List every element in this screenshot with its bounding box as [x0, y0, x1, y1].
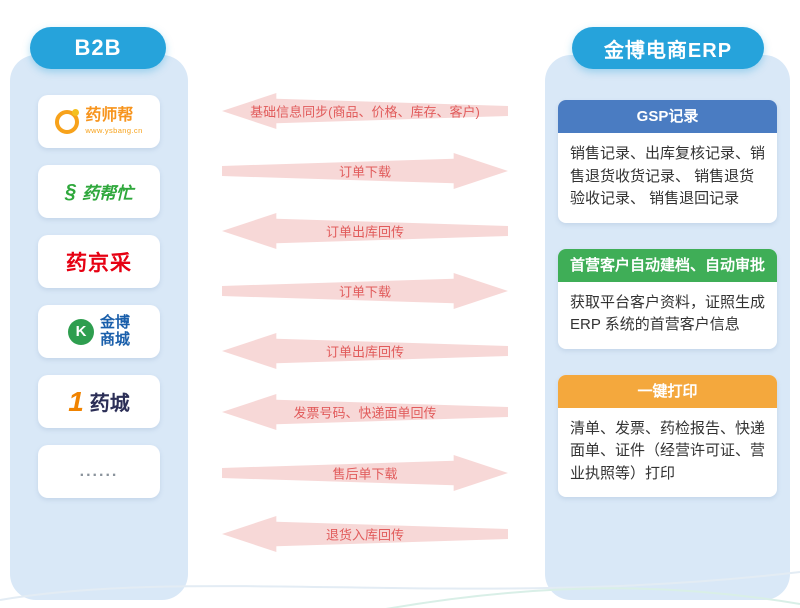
b2b-panel-title: B2B	[30, 27, 166, 69]
section-first-customer-auto: 首营客户自动建档、自动审批 获取平台客户资料，证照生成 ERP 系统的首营客户信…	[558, 248, 777, 349]
yaoshibang-logo-icon	[55, 108, 80, 134]
platform-name: 药师帮	[85, 107, 134, 125]
flow-row-order-download-1: 订单下载	[222, 153, 508, 189]
section-body: 获取平台客户资料，证照生成 ERP 系统的首营客户信息	[570, 293, 766, 334]
flow-label: 发票号码、快递面单回传	[293, 405, 437, 421]
yaobangmang-logo-icon: §	[64, 180, 77, 203]
flow-label: 订单出库回传	[325, 224, 404, 240]
jinbo-mall-logo-icon: K	[67, 318, 94, 345]
flow-row-basic-info-sync: 基础信息同步(商品、价格、库存、客户)	[222, 93, 508, 129]
section-gsp-records: GSP记录 销售记录、出库复核记录、销售退货收货记录、 销售退货验收记录、 销售…	[558, 100, 777, 223]
platform-card-yaobangmang: § 药帮忙	[38, 165, 160, 218]
platform-subtitle: www.ysbang.cn	[85, 125, 143, 135]
platform-card-yaojingcai: 药京采	[38, 235, 160, 288]
platform-name: 药城	[89, 393, 130, 415]
section-header: 一键打印	[558, 374, 777, 408]
platform-name: 药帮忙	[82, 184, 134, 203]
flow-label: 订单下载	[338, 164, 391, 180]
platform-card-more: ......	[38, 445, 160, 498]
erp-section-list: GSP记录 销售记录、出库复核记录、销售退货收货记录、 销售退货验收记录、 销售…	[545, 100, 790, 497]
platform-text: 药师帮 www.ysbang.cn	[85, 107, 143, 135]
platform-name-line2: 商城	[99, 330, 130, 348]
platform-card-yaoshibang: 药师帮 www.ysbang.cn	[38, 95, 160, 148]
platform-name: 药京采	[66, 251, 132, 275]
section-body: 清单、发票、药检报告、快递面单、证件（经营许可证、营业执照等）打印	[570, 419, 766, 482]
flow-label: 订单出库回传	[325, 344, 404, 360]
platform-card-list: 药师帮 www.ysbang.cn § 药帮忙 药京采 K 金博 商城 1 药城…	[10, 95, 188, 498]
platform-name-line1: 金博	[99, 314, 130, 331]
section-header: GSP记录	[558, 100, 777, 133]
section-one-click-print: 一键打印 清单、发票、药检报告、快递面单、证件（经营许可证、营业执照等）打印	[558, 374, 777, 497]
1yaocheng-logo-icon: 1	[68, 385, 84, 417]
flow-row-aftersale-download: 售后单下载	[222, 455, 508, 491]
flow-label: 售后单下载	[332, 466, 398, 482]
more-platforms-ellipsis: ......	[79, 462, 119, 480]
section-header: 首营客户自动建档、自动审批	[558, 248, 777, 282]
flow-row-order-download-2: 订单下载	[222, 273, 508, 309]
flow-row-invoice-waybill-callback: 发票号码、快递面单回传	[222, 394, 508, 430]
flow-label: 订单下载	[338, 284, 391, 300]
section-body: 销售记录、出库复核记录、销售退货收货记录、 销售退货验收记录、 销售退回记录	[570, 145, 766, 207]
flow-label: 基础信息同步(商品、价格、库存、客户)	[250, 104, 480, 120]
flow-row-outbound-callback-2: 订单出库回传	[222, 333, 508, 369]
flow-row-outbound-callback-1: 订单出库回传	[222, 213, 508, 249]
flow-row-return-inbound-callback: 退货入库回传	[222, 516, 508, 552]
erp-panel-title: 金博电商ERP	[572, 27, 764, 69]
platform-card-jinbo-mall: K 金博 商城	[38, 305, 160, 358]
platform-text: 金博 商城	[99, 314, 130, 348]
flow-label: 退货入库回传	[325, 527, 404, 543]
platform-card-1yaocheng: 1 药城	[38, 375, 160, 428]
